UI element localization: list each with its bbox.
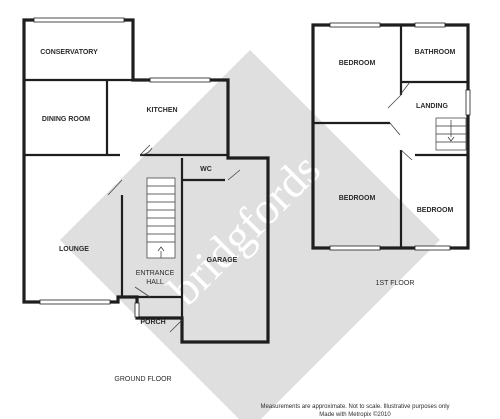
room-label-bathroom: BATHROOM [415, 49, 456, 56]
landing-window [465, 89, 471, 116]
footer-disclaimer: Measurements are approximate. Not to sca… [260, 404, 449, 410]
first-floor-title: 1ST FLOOR [376, 280, 415, 287]
room-label-entrance-hall-line2: HALL [146, 279, 164, 286]
bedroom-2-window [329, 245, 381, 251]
room-label-dining-room: DINING ROOM [42, 116, 90, 123]
room-label-conservatory: CONSERVATORY [40, 49, 98, 56]
ground-floor-title: GROUND FLOOR [114, 376, 171, 383]
porch-door [134, 286, 151, 298]
room-label-landing: LANDING [416, 103, 448, 110]
room-label-garage: GARAGE [207, 257, 238, 264]
ground-floor-plan: CONSERVATORY DINING ROOM KITCHEN WC LOUN… [22, 17, 270, 383]
ground-floor-stairs [146, 177, 176, 259]
bathroom-door [399, 81, 411, 96]
conservatory-window [33, 17, 125, 23]
first-floor-stairs [435, 117, 467, 151]
first-floor-plan: BEDROOM BATHROOM LANDING BEDROOM BEDROOM… [311, 22, 471, 287]
garage-door [169, 319, 183, 333]
bedroom-2-door [389, 122, 401, 136]
lounge-window [39, 299, 111, 305]
room-label-bedroom-2: BEDROOM [339, 195, 376, 202]
watermark-diamond [60, 50, 440, 419]
room-label-bedroom-3: BEDROOM [417, 207, 454, 214]
footer: Measurements are approximate. Not to sca… [260, 404, 449, 418]
footer-credit: Made with Metropix ©2010 [319, 411, 391, 418]
bedroom-1-door [387, 94, 402, 109]
watermark: bridgfords [60, 50, 440, 419]
kitchen-window [149, 77, 211, 83]
room-label-lounge: LOUNGE [59, 246, 89, 253]
lounge-door [107, 179, 123, 196]
room-label-kitchen: KITCHEN [146, 107, 177, 114]
kitchen-door [139, 144, 153, 156]
room-label-porch: PORCH [140, 319, 165, 326]
room-label-entrance-hall-line1: ENTRANCE [136, 270, 175, 277]
room-label-wc: WC [200, 166, 212, 173]
wc-door [227, 169, 241, 181]
bedroom-1-window [329, 22, 381, 28]
porch-window [134, 302, 140, 318]
bedroom-3-door [400, 149, 413, 161]
room-label-bedroom-1: BEDROOM [339, 60, 376, 67]
bedroom-3-window [414, 245, 451, 251]
bathroom-window [414, 22, 446, 28]
